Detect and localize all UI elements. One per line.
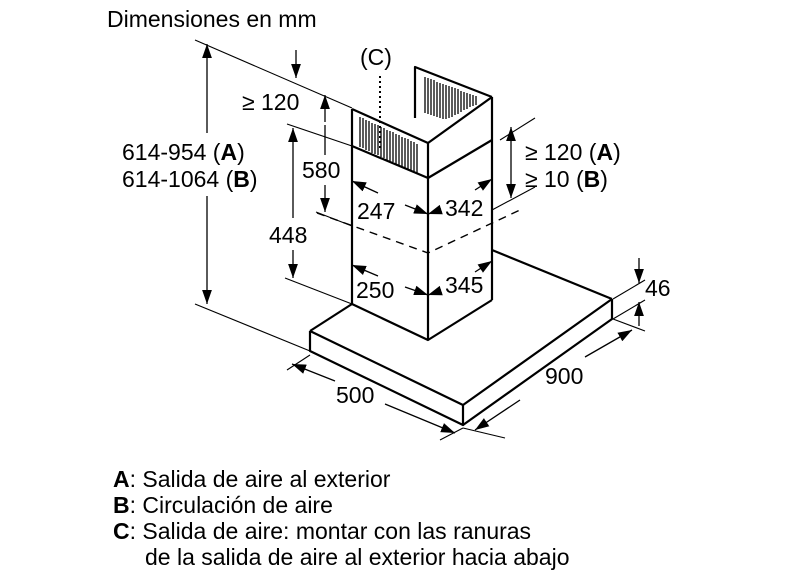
dim-upper-depth: 342 [445,195,483,221]
dim-canopy-width: 900 [545,363,583,389]
air-outlet-grille-back [424,77,477,119]
dim-canopy-thickness: 46 [645,275,671,301]
dim-total-height-b: 614-1064 (B) [122,166,258,192]
canopy [308,248,614,427]
legend-item-b: B: Circulación de aire [113,492,333,518]
dim-upper-chimney: 580 [302,157,340,183]
dimension-arrows [202,44,644,434]
chimney [350,65,494,342]
dim-upper-width: 247 [357,198,395,224]
dim-lower-width: 250 [356,277,394,303]
air-outlet-grille-front [359,117,418,174]
dim-lower-depth: 345 [445,272,483,298]
callout-c-label: (C) [360,44,392,70]
legend-item-c-continued: de la salida de aire al exterior hacia a… [145,544,570,570]
diagram-title: Dimensiones en mm [107,6,317,32]
legend: A: Salida de aire al exterior B: Circula… [113,466,570,570]
dim-total-height-a: 614-954 (A) [122,139,245,165]
legend-item-c: C: Salida de aire: montar con las ranura… [113,518,532,544]
dim-overlap-a: ≥ 120 (A) [525,139,621,165]
dim-overlap-b: ≥ 10 (B) [525,166,608,192]
dim-ceiling-gap: ≥ 120 [242,89,299,115]
chimney-hidden-joint [316,209,521,254]
legend-item-a: A: Salida de aire al exterior [113,466,391,492]
dim-canopy-depth: 500 [336,382,374,408]
dim-lower-chimney: 448 [269,222,307,248]
